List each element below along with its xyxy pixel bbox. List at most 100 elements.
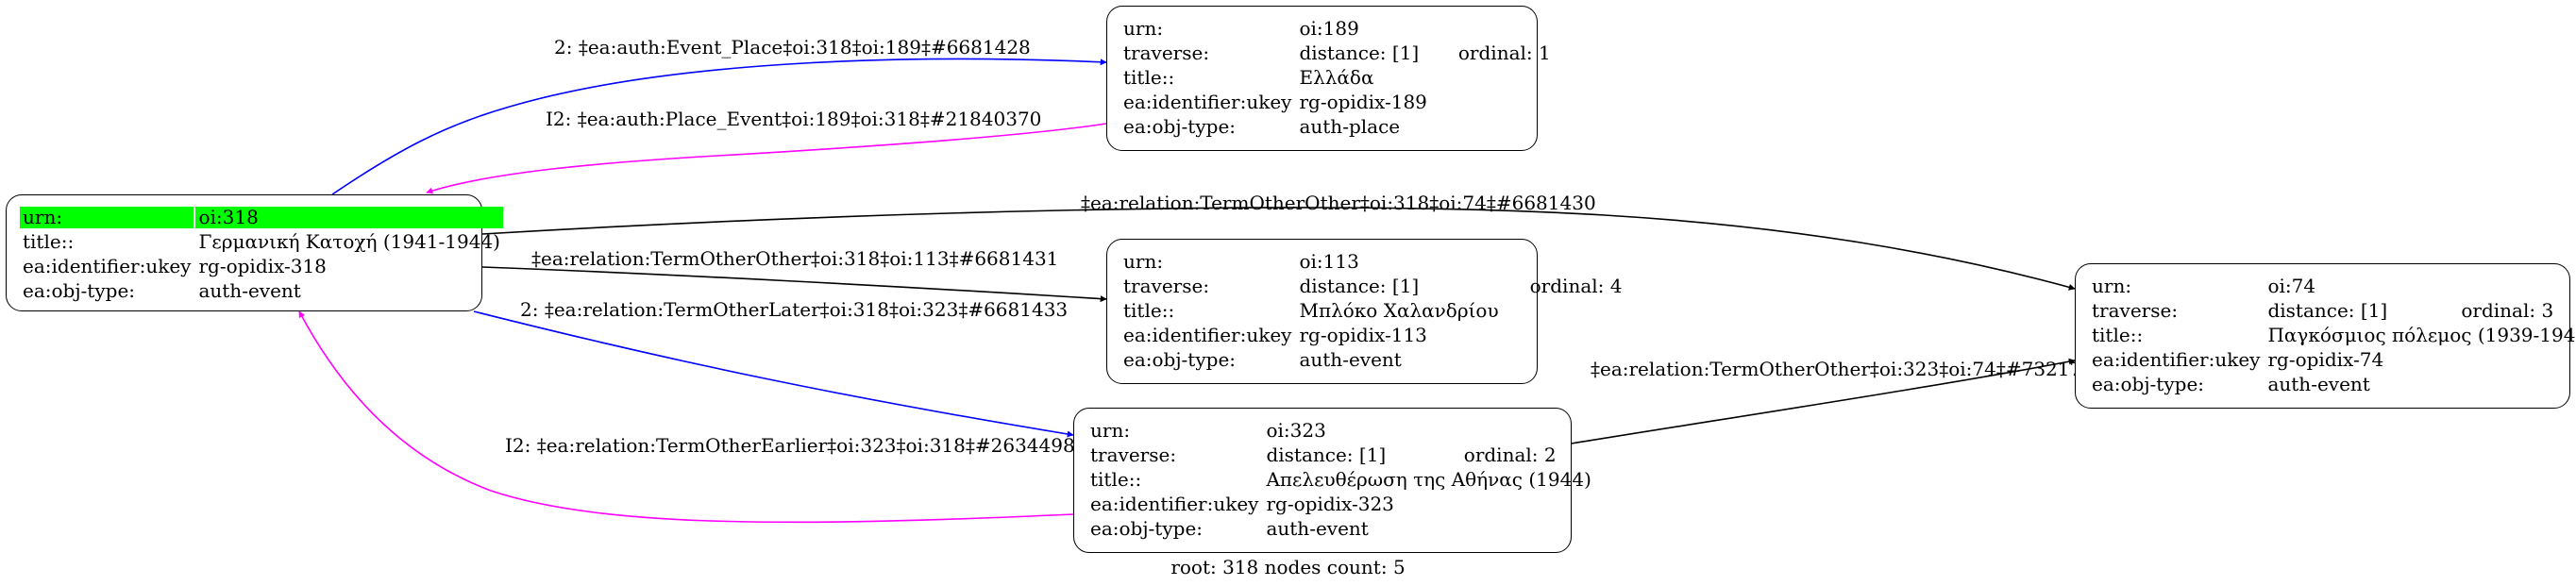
node-row-urn: urn: oi:113 bbox=[1120, 251, 1625, 273]
row-key: urn: bbox=[2092, 275, 2132, 297]
row-key: urn: bbox=[1123, 17, 1164, 40]
node-row-obj-type: ea:obj-type: auth-place bbox=[1120, 116, 1554, 138]
row-key: title:: bbox=[1090, 468, 1142, 491]
row-value: Απελευθέρωση της Αθήνας (1944) bbox=[1266, 468, 1591, 491]
row-key: traverse: bbox=[1123, 275, 1210, 297]
row-value: auth-place bbox=[1299, 115, 1401, 138]
node-oi-318[interactable]: urn: oi:318 title:: Γερμανική Κατοχή (19… bbox=[6, 194, 503, 311]
row-key: ea:obj-type: bbox=[1123, 348, 1237, 371]
row-key: urn: bbox=[20, 207, 194, 228]
edge-label-place-event: I2: ‡ea:auth:Place_Event‡oi:189‡oi:318‡#… bbox=[546, 108, 1041, 130]
edge-label-event-place: 2: ‡ea:auth:Event_Place‡oi:318‡oi:189‡#6… bbox=[554, 36, 1031, 59]
row-value: oi:189 bbox=[1299, 17, 1359, 40]
node-row-ukey: ea:identifier:ukey rg-opidix-113 bbox=[1120, 325, 1625, 346]
node-row-obj-type: ea:obj-type: auth-event bbox=[20, 280, 503, 302]
node-row-obj-type: ea:obj-type: auth-event bbox=[1120, 349, 1625, 371]
edge-label-318-to-74: ‡ea:relation:TermOtherOther‡oi:318‡oi:74… bbox=[1081, 192, 1596, 214]
edge-318-to-323 bbox=[473, 310, 1074, 438]
row-key: ea:identifier:ukey bbox=[1090, 493, 1259, 515]
row-value: rg-opidix-318 bbox=[198, 255, 327, 277]
edge-318-to-74 bbox=[481, 207, 2076, 291]
node-row-urn: urn: oi:318 bbox=[20, 207, 503, 228]
row-key: title:: bbox=[1123, 299, 1175, 322]
node-oi-113-table: urn: oi:113 traverse: distance: [1] ordi… bbox=[1119, 248, 1626, 374]
node-row-title: title:: Απελευθέρωση της Αθήνας (1944) bbox=[1087, 469, 1594, 491]
node-row-ukey: ea:identifier:ukey rg-opidix-318 bbox=[20, 256, 503, 277]
row-key: title:: bbox=[2092, 324, 2144, 346]
row-key: ea:identifier:ukey bbox=[23, 255, 192, 277]
node-row-urn: urn: oi:323 bbox=[1087, 420, 1594, 442]
node-row-urn: urn: oi:74 bbox=[2089, 276, 2576, 297]
node-row-title: title:: Ελλάδα bbox=[1120, 67, 1554, 89]
node-row-urn: urn: oi:189 bbox=[1120, 18, 1554, 40]
row-key: traverse: bbox=[1090, 444, 1177, 466]
edge-label-323-to-318: I2: ‡ea:relation:TermOtherEarlier‡oi:323… bbox=[505, 434, 1086, 457]
row-value: oi:113 bbox=[1299, 250, 1359, 273]
row-key: traverse: bbox=[2092, 299, 2179, 322]
row-key: urn: bbox=[1123, 250, 1164, 273]
row-value: Παγκόσμιος πόλεμος (1939-1945) bbox=[2267, 324, 2576, 346]
edge-place-event bbox=[426, 123, 1107, 194]
node-oi-323[interactable]: urn: oi:323 traverse: distance: [1] ordi… bbox=[1073, 408, 1591, 553]
edge-label-318-to-113: ‡ea:relation:TermOtherOther‡oi:318‡oi:11… bbox=[531, 247, 1058, 270]
row-key: title:: bbox=[1123, 66, 1175, 89]
row-value: rg-opidix-189 bbox=[1299, 91, 1427, 113]
row-ordinal: ordinal: 2 bbox=[1463, 444, 1557, 466]
row-key: ea:identifier:ukey bbox=[1123, 91, 1292, 113]
edge-318-to-113 bbox=[481, 266, 1107, 303]
node-oi-74[interactable]: urn: oi:74 traverse: distance: [1] ordin… bbox=[2075, 263, 2576, 409]
row-value: distance: [1] bbox=[1299, 275, 1420, 297]
edge-323-to-318 bbox=[298, 310, 1074, 524]
row-value: oi:74 bbox=[2267, 275, 2316, 297]
node-row-ukey: ea:identifier:ukey rg-opidix-189 bbox=[1120, 92, 1554, 113]
row-key: ea:identifier:ukey bbox=[1123, 324, 1292, 346]
edge-label-318-to-323: 2: ‡ea:relation:TermOtherLater‡oi:318‡oi… bbox=[520, 298, 1068, 321]
node-row-obj-type: ea:obj-type: auth-event bbox=[1087, 518, 1594, 540]
row-ordinal: ordinal: 4 bbox=[1529, 275, 1623, 297]
node-oi-74-table: urn: oi:74 traverse: distance: [1] ordin… bbox=[2087, 273, 2576, 398]
edge-323-to-74 bbox=[1571, 358, 2076, 444]
row-key: traverse: bbox=[1123, 42, 1210, 64]
row-value: auth-event bbox=[1299, 348, 1402, 371]
node-row-title: title:: Μπλόκο Χαλανδρίου bbox=[1120, 300, 1625, 322]
edge-label-323-to-74: ‡ea:relation:TermOtherOther‡oi:323‡oi:74… bbox=[1591, 358, 2081, 380]
row-value: Μπλόκο Χαλανδρίου bbox=[1299, 299, 1499, 322]
node-oi-323-table: urn: oi:323 traverse: distance: [1] ordi… bbox=[1086, 417, 1596, 543]
node-row-ukey: ea:identifier:ukey rg-opidix-323 bbox=[1087, 494, 1594, 515]
row-value: distance: [1] bbox=[1299, 42, 1420, 64]
row-value: auth-event bbox=[1266, 517, 1369, 540]
node-row-traverse: traverse: distance: [1] ordinal: 2 bbox=[1087, 444, 1594, 466]
row-ordinal: ordinal: 1 bbox=[1457, 42, 1551, 64]
row-value: rg-opidix-323 bbox=[1266, 493, 1394, 515]
row-key: title:: bbox=[23, 230, 75, 253]
node-row-traverse: traverse: distance: [1] ordinal: 1 bbox=[1120, 42, 1554, 64]
row-key: ea:obj-type: bbox=[1090, 517, 1204, 540]
row-value: distance: [1] bbox=[1266, 444, 1387, 466]
node-row-title: title:: Γερμανική Κατοχή (1941-1944) bbox=[20, 231, 503, 253]
row-value: auth-event bbox=[198, 279, 301, 302]
row-key: ea:obj-type: bbox=[23, 279, 136, 302]
node-oi-189-table: urn: oi:189 traverse: distance: [1] ordi… bbox=[1119, 15, 1556, 141]
node-oi-113[interactable]: urn: oi:113 traverse: distance: [1] ordi… bbox=[1106, 239, 1622, 384]
row-ordinal: ordinal: 3 bbox=[2461, 299, 2554, 322]
node-row-traverse: traverse: distance: [1] ordinal: 4 bbox=[1120, 276, 1625, 297]
node-row-obj-type: ea:obj-type: auth-event bbox=[2089, 374, 2576, 395]
row-value: auth-event bbox=[2267, 373, 2370, 395]
row-value: rg-opidix-113 bbox=[1299, 324, 1427, 346]
edge-event-place bbox=[331, 58, 1107, 195]
row-key: ea:obj-type: bbox=[1123, 115, 1237, 138]
row-value: rg-opidix-74 bbox=[2267, 348, 2384, 371]
row-value: Γερμανική Κατοχή (1941-1944) bbox=[198, 230, 500, 253]
node-oi-189[interactable]: urn: oi:189 traverse: distance: [1] ordi… bbox=[1106, 6, 1551, 151]
row-key: ea:obj-type: bbox=[2092, 373, 2205, 395]
row-value: distance: [1] bbox=[2267, 299, 2388, 322]
row-value: oi:323 bbox=[1266, 419, 1326, 442]
node-row-title: title:: Παγκόσμιος πόλεμος (1939-1945) bbox=[2089, 325, 2576, 346]
row-value: oi:318 bbox=[195, 207, 503, 228]
node-oi-318-table: urn: oi:318 title:: Γερμανική Κατοχή (19… bbox=[18, 204, 505, 305]
row-key: ea:identifier:ukey bbox=[2092, 348, 2261, 371]
node-row-ukey: ea:identifier:ukey rg-opidix-74 bbox=[2089, 349, 2576, 371]
node-row-traverse: traverse: distance: [1] ordinal: 3 bbox=[2089, 300, 2576, 322]
row-value: Ελλάδα bbox=[1299, 66, 1374, 89]
